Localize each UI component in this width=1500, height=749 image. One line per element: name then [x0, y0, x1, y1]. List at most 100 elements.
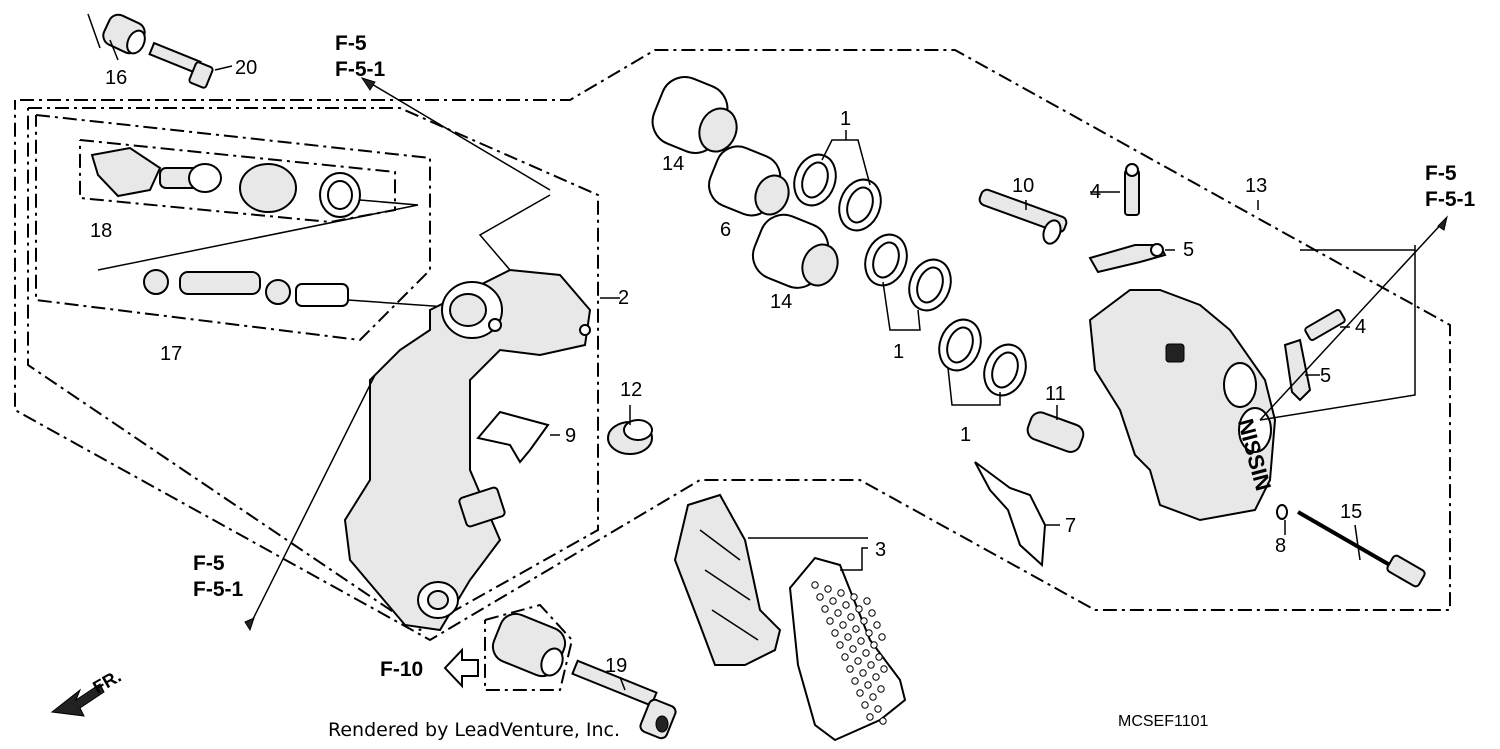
- pad-hole: [816, 593, 824, 601]
- ref-f5-top: F-5: [335, 32, 367, 55]
- bolt-19-part: [571, 659, 677, 740]
- bleeder-cap-5-upper-part: [1088, 243, 1167, 274]
- pad-hole: [873, 621, 881, 629]
- pad-hole: [839, 621, 847, 629]
- pad-spring-9-part: [476, 410, 550, 464]
- callout-17: 17: [160, 343, 182, 365]
- brake-pad-3-outer-part: [788, 556, 907, 742]
- callout-1-bottom: 1: [960, 424, 971, 446]
- callout-6: 6: [720, 219, 731, 241]
- bleeder-4-lower-part: [1304, 309, 1346, 341]
- pad-hole: [863, 597, 871, 605]
- pad-hole: [846, 665, 854, 673]
- pad-hole: [875, 653, 883, 661]
- pin-11-part: [1026, 411, 1085, 453]
- pad-hole: [854, 657, 862, 665]
- pad-hole: [844, 633, 852, 641]
- washer-8-part: [1276, 504, 1288, 520]
- piston-14-lower-part: [751, 213, 839, 289]
- callout-1-middle: 1: [893, 341, 904, 363]
- pad-hole: [878, 633, 886, 641]
- brake-pad-3-inner-part: [673, 493, 782, 666]
- pad-hole: [834, 609, 842, 617]
- ref-f5-left: F-5: [193, 552, 225, 575]
- pad-hole: [874, 705, 882, 713]
- pin-kit-17-part: [97, 199, 463, 309]
- callout-4-upper: 4: [1090, 181, 1101, 203]
- pad-hole: [866, 713, 874, 721]
- pad-hole: [821, 605, 829, 613]
- callout-8: 8: [1275, 535, 1286, 557]
- pad-hole: [869, 693, 877, 701]
- seal-kit-18-part: [90, 146, 361, 218]
- ref-f51-right: F-5-1: [1425, 188, 1475, 211]
- pad-hole: [877, 685, 885, 693]
- seal-rings-1-part: [793, 153, 1027, 397]
- ref-f5-right: F-5: [1425, 162, 1457, 185]
- leader-lines: [109, 39, 1416, 691]
- callout-13: 13: [1245, 175, 1267, 197]
- callout-7: 7: [1065, 515, 1076, 537]
- pad-hole: [836, 641, 844, 649]
- callout-11: 11: [1045, 383, 1066, 405]
- diagram-code: MCSEF1101: [1118, 713, 1209, 730]
- pin-10-part: [978, 188, 1068, 245]
- pad-hole: [868, 609, 876, 617]
- ref-f51-top: F-5-1: [335, 58, 385, 81]
- pad-hole: [880, 665, 888, 673]
- pad-hole: [865, 629, 873, 637]
- callout-14-lower: 14: [770, 291, 792, 313]
- pad-hole: [849, 645, 857, 653]
- pad-hole: [852, 625, 860, 633]
- pad-hole: [851, 677, 859, 685]
- piston-14-upper-part: [651, 76, 738, 154]
- callout-5-upper: 5: [1183, 239, 1194, 261]
- pad-hole: [829, 597, 837, 605]
- pad-hole: [842, 601, 850, 609]
- pad-hole: [850, 593, 858, 601]
- boot-12-part: [607, 419, 653, 455]
- pad-hole: [826, 617, 834, 625]
- pin-15-part: [1297, 510, 1426, 588]
- reference-labels: F-5 F-5-1 F-5 F-5-1 F-5 F-5-1 F-10 FR.: [89, 32, 1475, 698]
- callout-3: 3: [875, 539, 886, 561]
- pad-hole: [824, 585, 832, 593]
- callout-19: 19: [605, 655, 627, 677]
- pad-hole: [870, 641, 878, 649]
- pad-hole: [857, 637, 865, 645]
- pad-hole: [859, 669, 867, 677]
- pad-hole: [862, 649, 870, 657]
- pad-hole: [811, 581, 819, 589]
- credit-text: Rendered by LeadVenture, Inc.: [328, 719, 620, 741]
- bolt-20-part: [148, 41, 214, 89]
- pad-hole: [831, 629, 839, 637]
- callout-labels: 16 20 18 17 2 12 9 14 6 14 1 1 1 10 4 5 …: [90, 57, 1366, 677]
- callout-5-lower: 5: [1320, 365, 1331, 387]
- bleeder-cap-5-lower-part: [1283, 338, 1312, 402]
- pad-hole: [847, 613, 855, 621]
- ref-f10: F-10: [380, 658, 423, 681]
- pad-hole: [872, 673, 880, 681]
- piston-6-part: [708, 145, 790, 217]
- pad-hole: [879, 717, 887, 725]
- pad-hole: [837, 589, 845, 597]
- bracket-2-part: [343, 268, 592, 632]
- callout-12: 12: [620, 379, 642, 401]
- pad-hole: [860, 617, 868, 625]
- pad-hole: [855, 605, 863, 613]
- caliper-body-13-part: NISSIN: [1088, 289, 1277, 522]
- pad-holes: [811, 581, 888, 725]
- pad-hole: [864, 681, 872, 689]
- pad-hole: [867, 661, 875, 669]
- callout-2: 2: [618, 287, 629, 309]
- sleeve-16-part: [87, 13, 146, 55]
- pad-hole: [841, 653, 849, 661]
- callout-20: 20: [235, 57, 257, 79]
- pad-hole: [861, 701, 869, 709]
- callout-10: 10: [1012, 175, 1034, 197]
- sleeve-f10-part: [491, 612, 567, 678]
- bleeder-4-upper-part: [1124, 163, 1140, 216]
- callout-1-top: 1: [840, 108, 851, 130]
- callout-9: 9: [565, 425, 576, 447]
- pad-hole: [856, 689, 864, 697]
